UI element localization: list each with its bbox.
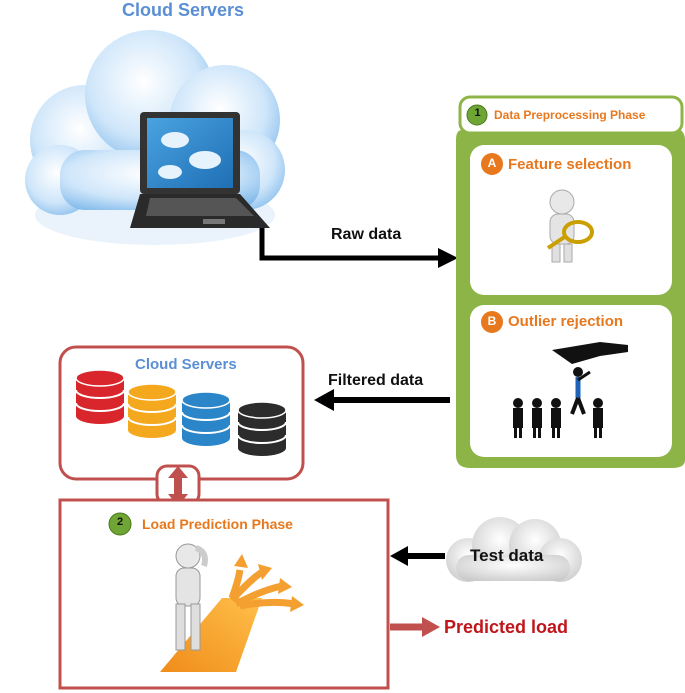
- magnifier-figure-icon: [546, 189, 594, 263]
- test-data-cloud: [446, 517, 582, 582]
- storage-title: Cloud Servers: [135, 356, 237, 373]
- step-a-badge-circle: [481, 153, 503, 175]
- step-a-badge: A: [487, 156, 497, 170]
- step-b-badge-circle: [481, 311, 503, 333]
- phase1-badge-number: 1: [474, 107, 481, 119]
- bidirectional-arrow: [155, 464, 201, 506]
- phase1-container: [456, 95, 685, 468]
- raw-data-label: Raw data: [331, 226, 402, 243]
- laptop-icon: [130, 112, 270, 228]
- phase1-badge-circle: [466, 104, 488, 126]
- thinking-person-icon: [175, 543, 208, 651]
- feature-selection-label: Feature selection: [508, 156, 632, 173]
- phase2-badge-circle: [108, 512, 132, 536]
- database-icon: [237, 401, 287, 456]
- top-cloud-title: Cloud Servers: [122, 0, 245, 20]
- phase1-title: Data Preprocessing Phase: [494, 108, 646, 122]
- phase2-title: Load Prediction Phase: [142, 516, 293, 532]
- raw-data-arrow: [259, 228, 458, 268]
- database-icon: [75, 369, 125, 424]
- database-icons: [75, 369, 287, 456]
- direction-arrows-icon: [160, 554, 304, 672]
- database-icon: [127, 383, 177, 438]
- outlier-people-icon: [513, 342, 628, 438]
- test-data-label: Test data: [470, 546, 544, 565]
- outlier-rejection-label: Outlier rejection: [508, 313, 624, 330]
- database-icon: [181, 391, 231, 446]
- filtered-data-label: Filtered data: [328, 372, 424, 389]
- predicted-load-arrow: [390, 617, 440, 637]
- predicted-load-label: Predicted load: [444, 617, 569, 637]
- filtered-data-arrow: [314, 389, 450, 411]
- test-data-arrow: [390, 546, 445, 566]
- phase2-badge-number: 2: [116, 516, 124, 528]
- step-b-badge: B: [487, 314, 497, 328]
